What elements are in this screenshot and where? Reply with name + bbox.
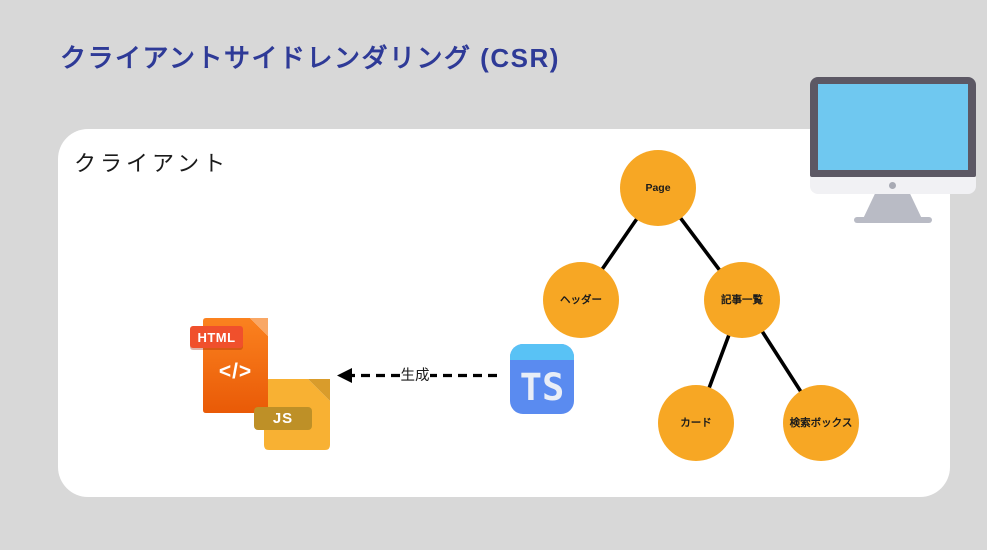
monitor-icon: [810, 77, 976, 223]
typescript-icon-topbar: [510, 344, 574, 360]
js-file-fold: [308, 379, 330, 401]
monitor-stand-base: [854, 217, 932, 223]
typescript-icon: TS: [510, 344, 574, 414]
client-panel-label: クライアント: [74, 151, 230, 176]
page-title: クライアントサイドレンダリング (CSR): [60, 43, 560, 73]
monitor-camera-dot: [889, 182, 896, 189]
monitor-screen: [818, 84, 968, 170]
html-file-fold: [250, 318, 268, 336]
js-badge: JS: [254, 407, 312, 430]
html-badge: HTML: [190, 326, 243, 348]
typescript-icon-label: TS: [519, 365, 565, 409]
code-tag-icon: </>: [218, 360, 253, 383]
monitor-frame: [810, 77, 976, 177]
